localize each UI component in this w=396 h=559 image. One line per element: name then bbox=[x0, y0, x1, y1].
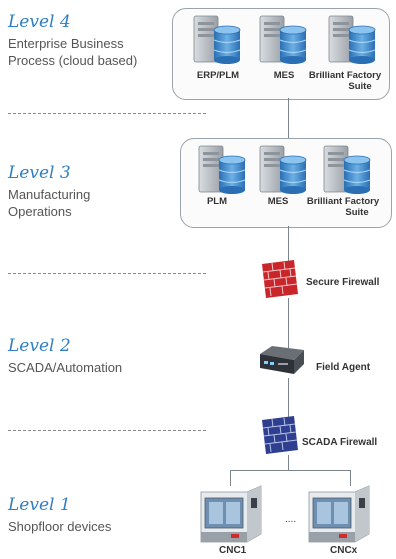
brilliant-factory-label-line-1: Brilliant Factory bbox=[308, 70, 382, 81]
level-divider bbox=[8, 113, 206, 114]
cnc1-label: CNC1 bbox=[219, 545, 247, 556]
cnc-machine-icon bbox=[308, 485, 370, 543]
level-2-desc-line-1: SCADA/Automation bbox=[8, 360, 123, 375]
level-1-desc-line-1: Shopfloor devices bbox=[8, 519, 112, 534]
connector-line bbox=[288, 298, 289, 348]
connector-line bbox=[288, 455, 289, 470]
level-4-description: Enterprise Business Process (cloud based… bbox=[8, 35, 137, 69]
brilliant-factory-server-icon bbox=[320, 144, 376, 196]
connector-line bbox=[288, 378, 289, 420]
brilliant-factory-label: Brilliant Factory Suite bbox=[300, 70, 390, 92]
level-4-title: Level 4 bbox=[8, 12, 71, 32]
brilliant-factory-label: Brilliant Factory Suite bbox=[298, 196, 388, 218]
level-divider bbox=[8, 430, 206, 431]
plm-server-icon bbox=[195, 144, 251, 196]
level-3-section: Level 3 Manufacturing Operations bbox=[8, 163, 90, 220]
scada-firewall-label: SCADA Firewall bbox=[302, 437, 378, 448]
secure-firewall-label: Secure Firewall bbox=[306, 277, 380, 288]
level-3-desc-line-2: Operations bbox=[8, 204, 72, 219]
cncx-label: CNCx bbox=[330, 545, 358, 556]
mes-label: MES bbox=[273, 70, 295, 81]
level-1-title: Level 1 bbox=[8, 495, 71, 515]
level-1-description: Shopfloor devices bbox=[8, 518, 111, 535]
field-agent-device-icon bbox=[260, 346, 304, 374]
level-2-section: Level 2 SCADA/Automation bbox=[8, 336, 122, 376]
level-2-description: SCADA/Automation bbox=[8, 359, 122, 376]
erp-plm-label: ERP/PLM bbox=[196, 70, 240, 81]
connector-line bbox=[230, 470, 231, 486]
level-3-description: Manufacturing Operations bbox=[8, 186, 90, 220]
field-agent-label: Field Agent bbox=[316, 362, 371, 373]
connector-line bbox=[288, 226, 289, 262]
level-3-desc-line-1: Manufacturing bbox=[8, 187, 91, 202]
plm-label: PLM bbox=[206, 196, 228, 207]
erp-plm-server-icon bbox=[190, 14, 246, 66]
connector-line bbox=[230, 470, 350, 471]
mes-server-icon bbox=[256, 14, 312, 66]
brilliant-factory-label-line-2: Suite bbox=[348, 81, 372, 92]
level-3-title: Level 3 bbox=[8, 163, 71, 183]
brilliant-factory-label-line-2: Suite bbox=[345, 207, 369, 218]
scada-firewall-icon bbox=[262, 416, 298, 454]
brilliant-factory-label-line-1: Brilliant Factory bbox=[306, 196, 380, 207]
connector-line bbox=[288, 98, 289, 138]
secure-firewall-icon bbox=[262, 260, 298, 298]
cnc-machine-icon bbox=[200, 485, 262, 543]
level-divider bbox=[8, 273, 206, 274]
mes-server-icon bbox=[256, 144, 312, 196]
device-ellipsis: .... bbox=[285, 514, 297, 525]
level-1-section: Level 1 Shopfloor devices bbox=[8, 495, 111, 535]
level-4-desc-line-2: Process (cloud based) bbox=[8, 53, 138, 68]
mes-label: MES bbox=[267, 196, 289, 207]
brilliant-factory-server-icon bbox=[325, 14, 381, 66]
level-4-desc-line-1: Enterprise Business bbox=[8, 36, 124, 51]
connector-line bbox=[350, 470, 351, 486]
level-4-section: Level 4 Enterprise Business Process (clo… bbox=[8, 12, 137, 69]
level-2-title: Level 2 bbox=[8, 336, 71, 356]
